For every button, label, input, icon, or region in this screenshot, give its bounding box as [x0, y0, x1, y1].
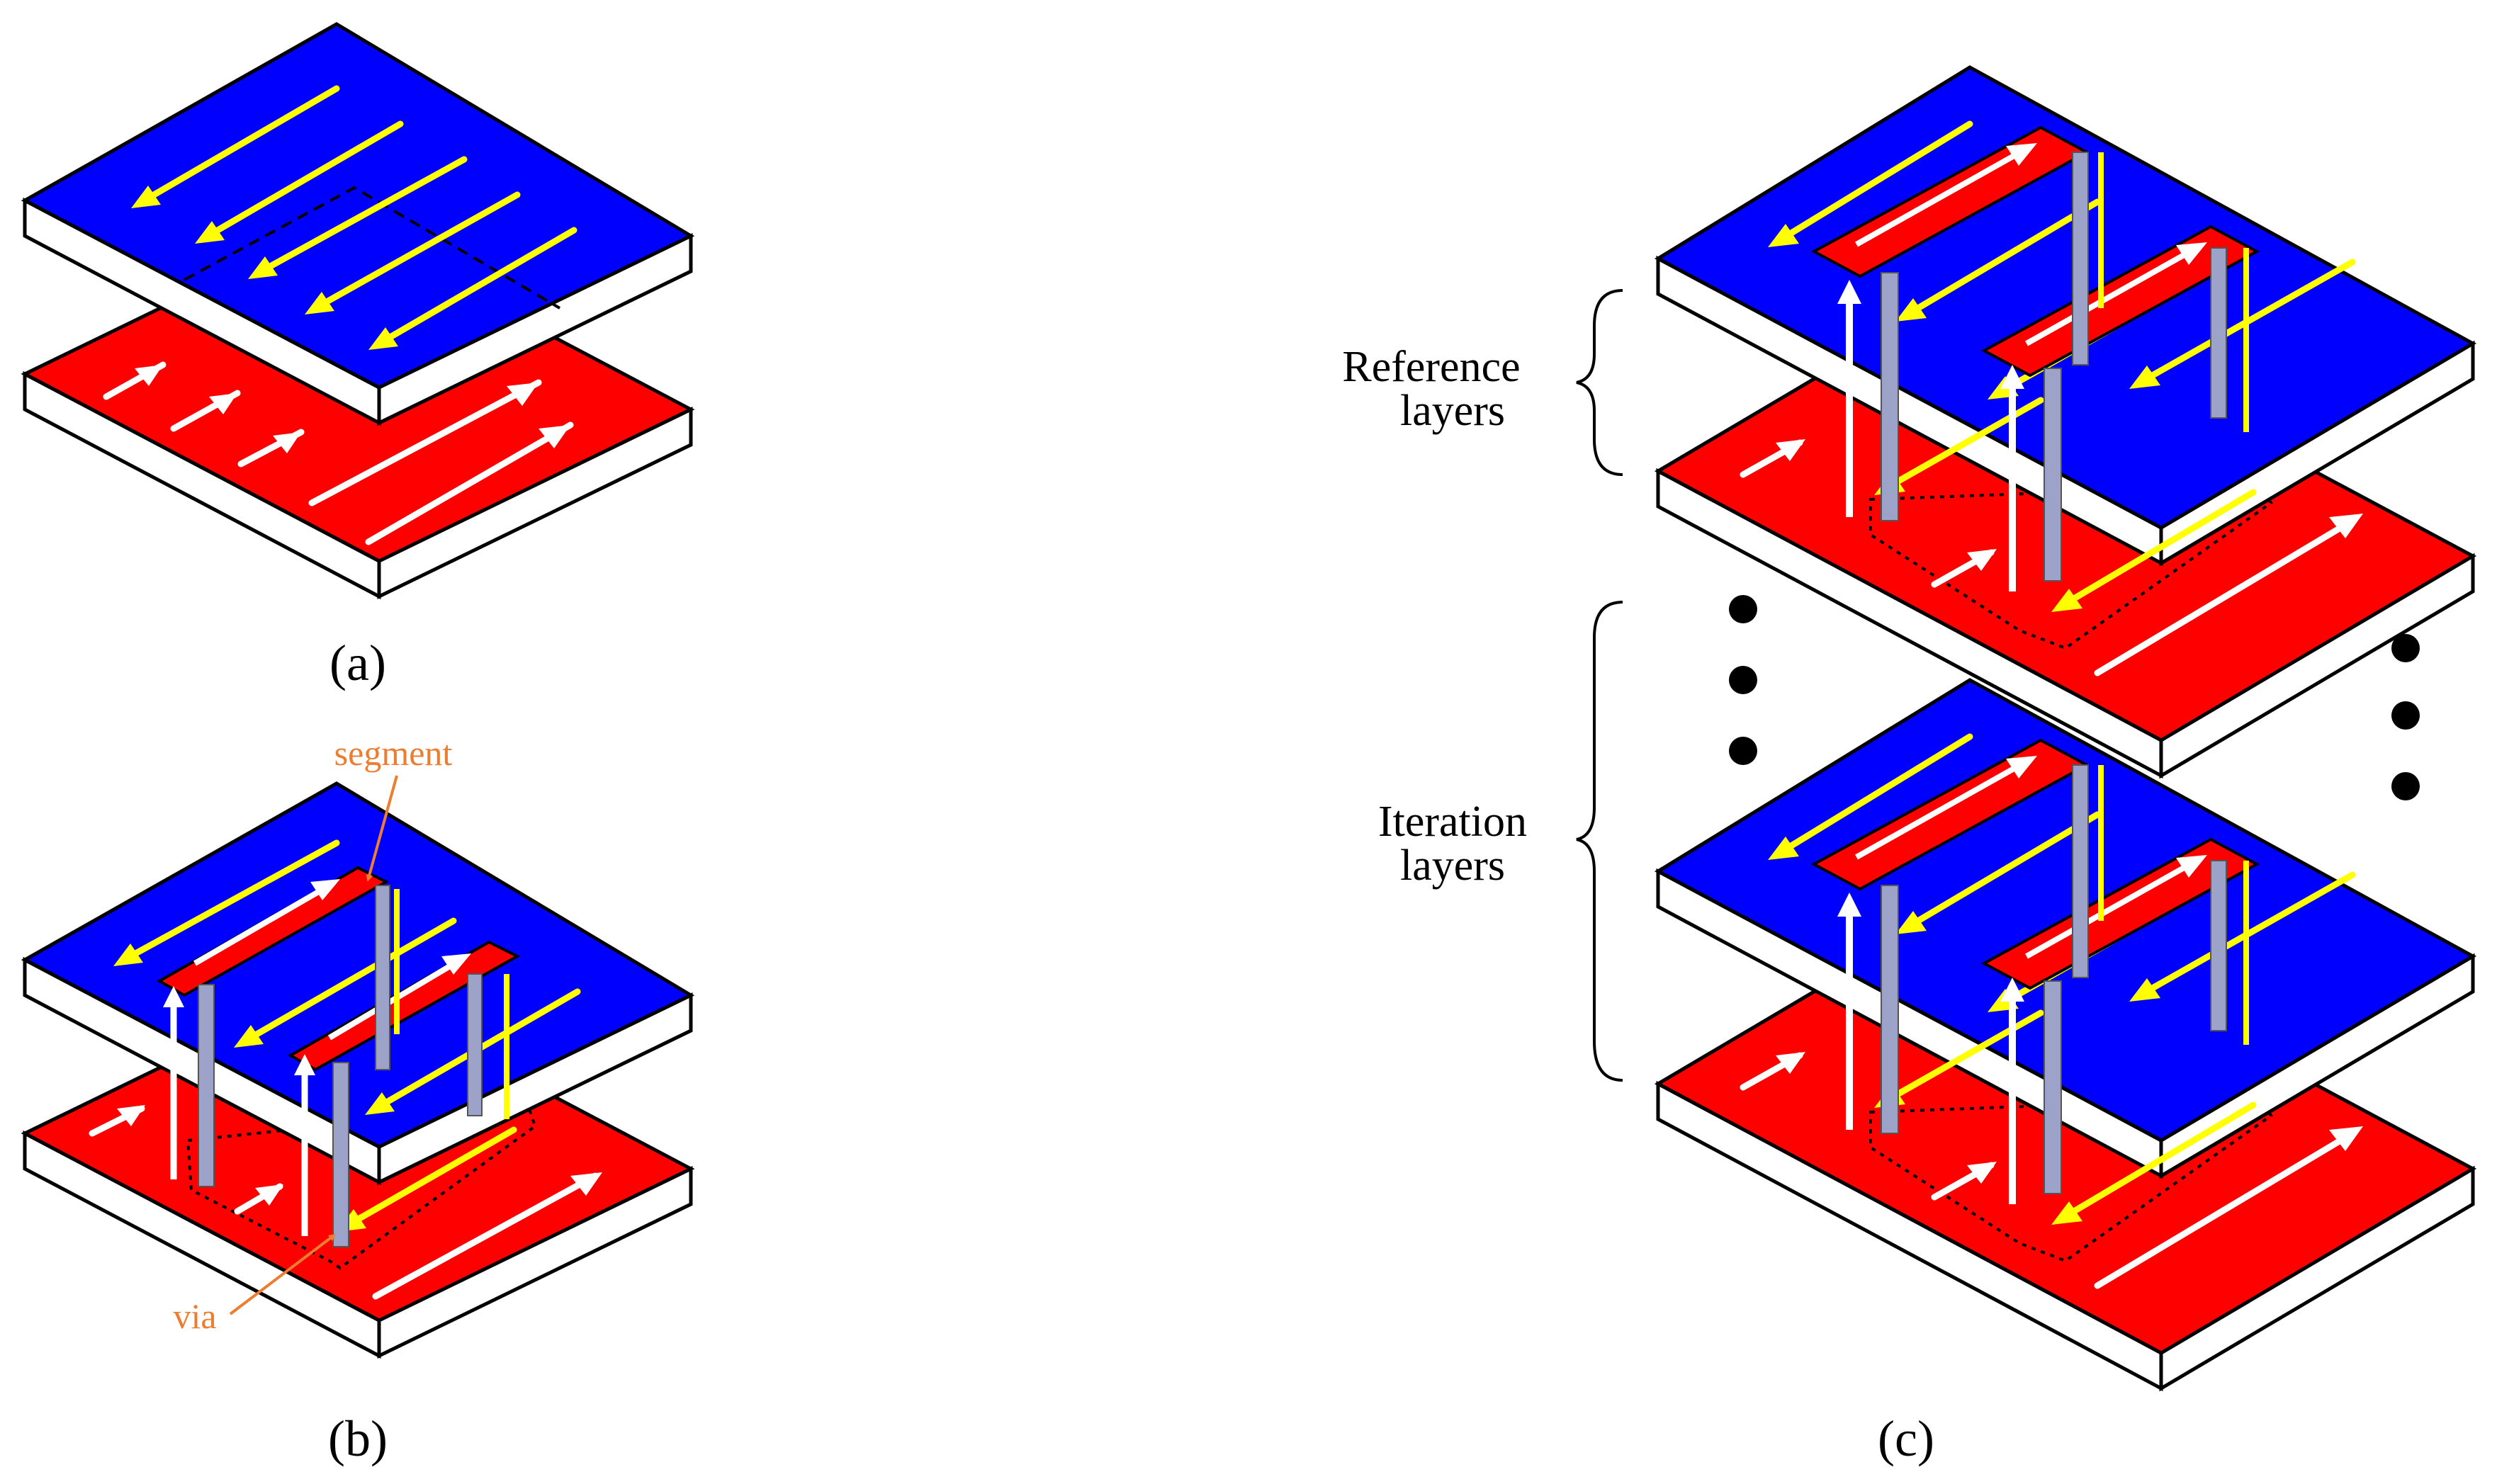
- reference-label-line2: layers: [1400, 387, 1505, 435]
- panel-b-white-arrows: [89, 1105, 602, 1300]
- reference-label-line1: Reference: [1342, 343, 1520, 391]
- iteration-label-line1: Iteration: [1378, 798, 1527, 846]
- iteration-label-line2: layers: [1400, 842, 1505, 890]
- panel-b-yellow-arrows: [113, 839, 581, 1232]
- panel-c: Reference layers Iteration layers (c): [1342, 65, 2477, 1467]
- segment-label: segment: [334, 733, 453, 773]
- continuation-dots-right: [2391, 634, 2420, 800]
- panel-a: (a): [21, 22, 695, 691]
- panel-c-caption: (c): [1878, 1410, 1934, 1467]
- panel-a-white-arrows: [103, 361, 574, 545]
- iteration-brace: [1576, 601, 1623, 1082]
- segment-pointer: [366, 775, 398, 882]
- panel-c-reference-blue-plate: [1654, 65, 2477, 612]
- panel-b: segment via (b): [21, 733, 695, 1467]
- panel-a-yellow-arrows: [131, 85, 577, 350]
- panel-c-iteration-blue-plate: [1654, 678, 2477, 1225]
- continuation-dots-left: [1729, 595, 1757, 765]
- via-pointer: [229, 1233, 336, 1315]
- panel-a-blue-plate: [21, 22, 695, 426]
- via-label: via: [173, 1296, 216, 1336]
- panel-b-caption: (b): [328, 1410, 388, 1467]
- panel-b-vias: [163, 885, 509, 1247]
- panel-b-segments: [156, 866, 521, 1072]
- panel-a-caption: (a): [329, 635, 386, 691]
- reference-brace: [1576, 289, 1623, 476]
